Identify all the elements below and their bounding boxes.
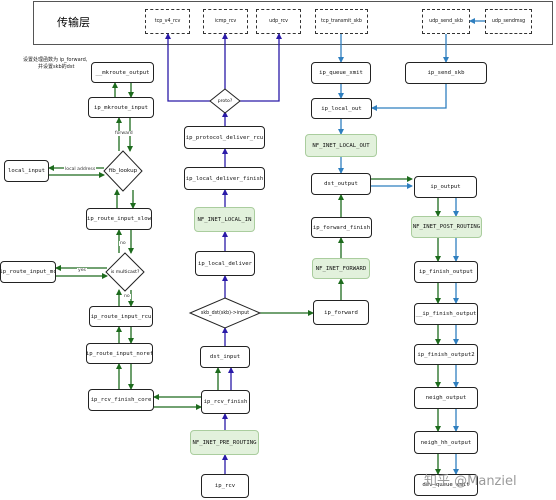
note-line-2: 并设置skb的dst [38, 64, 75, 70]
node-ip-route-input-rcu: ip_route_input_rcu [89, 306, 153, 327]
node-ip-forward-finish: ip_forward_finish [311, 217, 372, 238]
edge-ip-send-skb-to-local-out [371, 84, 447, 111]
node-mkroute-output: __mkroute_output [91, 62, 154, 83]
edge-proto-to-tcp-v4-rcv [165, 33, 211, 102]
note-line-1: 设置处理函数为 ip_forward, [23, 57, 88, 63]
node-ip-finish-output: ip_finish_output [414, 261, 478, 283]
node-ip-local-deliver: ip_local_deliver [195, 251, 255, 276]
node-nf-inet-pre-routing: NF_INET_PRE_ROUTING [190, 430, 259, 455]
node-ip-route-input-mc: ip_route_input_mc [0, 261, 56, 283]
edge-label-no-slow: no [119, 241, 127, 246]
skb-dst-input-label: skb_dst(skb)->input [200, 310, 250, 316]
node-ip-local-deliver-finish: ip_local_deliver_finish [184, 167, 265, 190]
node-neigh-output: neigh_output [414, 387, 478, 409]
node-nf-inet-local-in: NF_INET_LOCAL_IN [194, 207, 255, 232]
transport-layer-title: 传输层 [57, 16, 90, 29]
node-dst-output: dst_output [311, 173, 371, 195]
node-nf-inet-post-routing: NF_INET_POST_ROUTING [411, 216, 482, 238]
node-ip-finish-output2: ip_finish_output2 [414, 344, 478, 365]
node-ip-rcv-finish: ip_rcv_finish [201, 390, 250, 414]
node-ip-queue-xmit: ip_queue_xmit [311, 62, 371, 84]
node-nf-inet-local-out: NF_INET_LOCAL_OUT [305, 134, 377, 157]
edge-label-yes-mc: yes [77, 268, 87, 273]
node-neigh-hh-output: neigh_hh_output [414, 431, 478, 454]
node-udp-sendmsg: udp_sendmsg [485, 9, 532, 34]
node-ip-forward: ip_forward [313, 300, 369, 325]
node-udp-send-skb-header: udp_send_skb [422, 9, 470, 34]
proto-label: proto? [217, 98, 233, 104]
node-__ip-finish-output: __ip_finish_output [414, 303, 478, 325]
decision-fib-lookup [103, 150, 143, 192]
node-dst-input: dst_input [200, 346, 250, 368]
node-udp-rcv: udp_rcv [256, 9, 301, 34]
node-nf-inet-forward: NF_INET_FORWARD [312, 258, 370, 279]
node-ip-local-out: ip_local_out [311, 98, 372, 119]
edge-label-no-rcu: no [123, 294, 131, 299]
node-ip-rcv-finish-core: ip_rcv_finish_core [88, 389, 154, 411]
node-dev-queue-xmit: dev_queue_xmit [414, 474, 478, 496]
node-icmp-rcv: icmp_rcv [203, 9, 248, 34]
node-tcp-transmit-skb: tcp_transmit_skb [315, 9, 368, 34]
decision-is-multicast [105, 252, 145, 292]
is-multicast-label: is multicast? [110, 269, 140, 275]
node-ip-mkroute-input: ip_mkroute_input [88, 97, 154, 118]
edge-label-local-address: local address [64, 167, 97, 172]
node-local-input: local_input [4, 160, 49, 182]
node-ip-route-input-noref: ip_route_input_noref [86, 343, 153, 364]
node-ip-rcv: ip_rcv [201, 474, 249, 498]
node-ip-output: ip_output [414, 176, 477, 198]
node-ip-route-input-slow: ip_route_input_slow [86, 208, 152, 230]
decision-skb-dst-input [188, 297, 262, 329]
decision-proto [209, 88, 241, 114]
fib-lookup-label: fib_lookup [108, 168, 138, 174]
node-ip-send-skb: ip_send_skb [405, 62, 487, 84]
node-ip-protocol-deliver-rcu: ip_protocol_deliver_rcu [184, 126, 265, 149]
edge-proto-to-udp-rcv [239, 33, 282, 102]
edge-label-forward: forward [114, 131, 134, 136]
watermark: 知乎 @Manziel [424, 474, 517, 489]
